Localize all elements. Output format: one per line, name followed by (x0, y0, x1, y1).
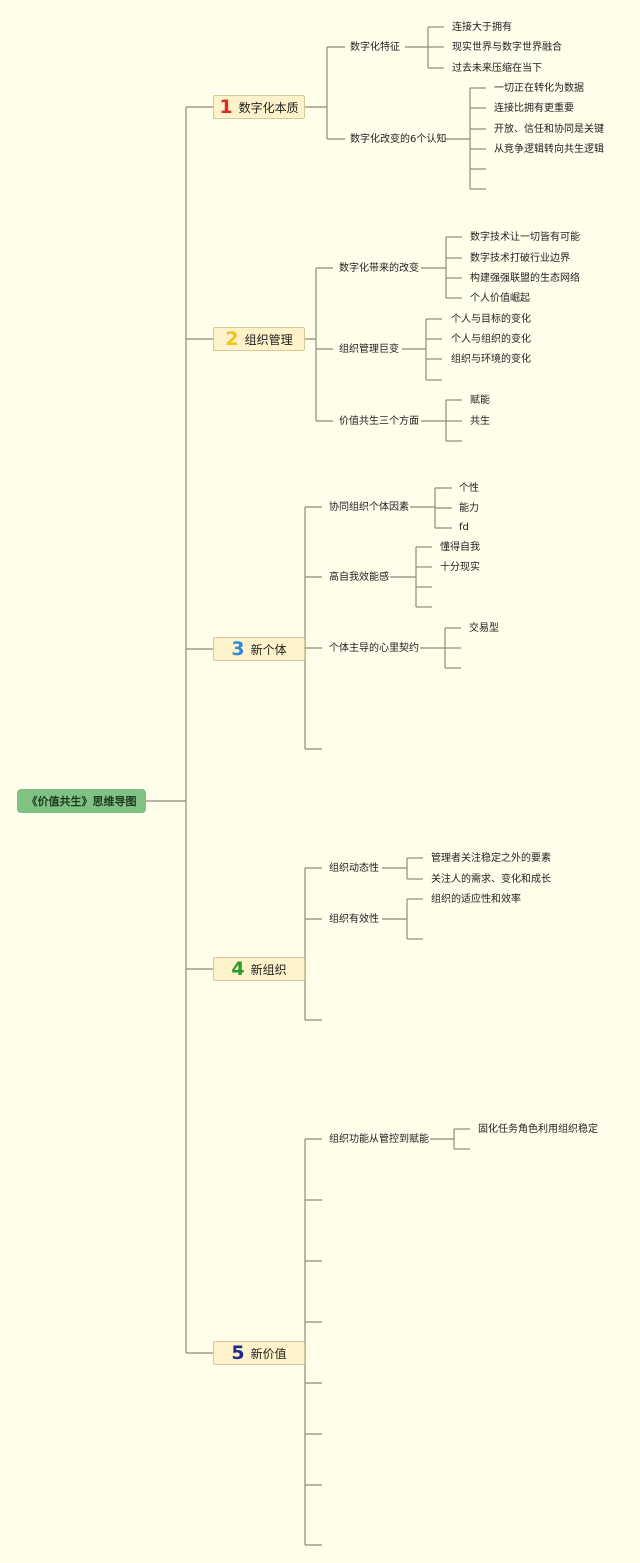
topic-node[interactable]: 数字化特征 (350, 42, 400, 53)
leaf-node[interactable]: 十分现实 (440, 562, 480, 573)
section-label-5: 新价值 (250, 1346, 287, 1361)
leaf-node[interactable]: 赋能 (470, 395, 490, 406)
section-number-1: 1 (219, 95, 233, 118)
leaf-node[interactable]: fd (459, 522, 469, 533)
section-node-1[interactable]: 1 数字化本质 (213, 95, 305, 119)
leaf-node[interactable]: 数字技术让一切皆有可能 (470, 232, 580, 243)
section-node-4[interactable]: 4 新组织 (213, 957, 305, 981)
section-label-3: 新个体 (250, 642, 287, 657)
topic-node[interactable]: 高自我效能感 (329, 572, 389, 583)
root-node[interactable]: 《价值共生》思维导图 (17, 789, 146, 813)
topic-node[interactable]: 组织管理巨变 (339, 344, 399, 355)
section-label-1: 数字化本质 (238, 100, 299, 115)
leaf-node[interactable]: 共生 (470, 416, 490, 427)
leaf-node[interactable]: 固化任务角色利用组织稳定 (478, 1124, 598, 1135)
leaf-node[interactable]: 个人与目标的变化 (451, 314, 531, 325)
topic-node[interactable]: 组织功能从管控到赋能 (329, 1134, 429, 1145)
section-node-3[interactable]: 3 新个体 (213, 637, 305, 661)
section-label-4: 新组织 (250, 962, 287, 977)
leaf-node[interactable]: 现实世界与数字世界融合 (452, 42, 562, 53)
leaf-node[interactable]: 连接比拥有更重要 (494, 103, 574, 114)
topic-node[interactable]: 数字化改变的6个认知 (350, 134, 447, 145)
topic-node[interactable]: 组织动态性 (329, 863, 379, 874)
leaf-node[interactable]: 连接大于拥有 (452, 22, 512, 33)
section-number-5: 5 (231, 1341, 245, 1364)
leaf-node[interactable]: 交易型 (469, 623, 499, 634)
leaf-node[interactable]: 开放、信任和协同是关键 (494, 124, 604, 135)
section-node-2[interactable]: 2 组织管理 (213, 327, 305, 351)
leaf-node[interactable]: 管理者关注稳定之外的要素 (431, 853, 551, 864)
topic-node[interactable]: 价值共生三个方面 (339, 416, 419, 427)
leaf-node[interactable]: 一切正在转化为数据 (494, 83, 584, 94)
leaf-node[interactable]: 过去未来压缩在当下 (452, 63, 542, 74)
leaf-node[interactable]: 数字技术打破行业边界 (470, 253, 570, 264)
section-number-4: 4 (231, 957, 245, 980)
section-label-2: 组织管理 (244, 332, 293, 347)
leaf-node[interactable]: 构建强强联盟的生态网络 (470, 273, 580, 284)
leaf-node[interactable]: 个人价值崛起 (470, 293, 530, 304)
section-number-2: 2 (225, 327, 239, 350)
leaf-node[interactable]: 从竞争逻辑转向共生逻辑 (494, 144, 604, 155)
topic-node[interactable]: 协同组织个体因素 (329, 502, 409, 513)
leaf-node[interactable]: 个人与组织的变化 (451, 334, 531, 345)
leaf-node[interactable]: 组织的适应性和效率 (431, 894, 521, 905)
leaf-node[interactable]: 能力 (459, 503, 479, 514)
section-node-5[interactable]: 5 新价值 (213, 1341, 305, 1365)
topic-node[interactable]: 个体主导的心里契约 (329, 643, 419, 654)
topic-node[interactable]: 数字化带来的改变 (339, 263, 419, 274)
topic-node[interactable]: 组织有效性 (329, 914, 379, 925)
leaf-node[interactable]: 懂得自我 (440, 542, 480, 553)
leaf-node[interactable]: 关注人的需求、变化和成长 (431, 874, 551, 885)
leaf-node[interactable]: 个性 (459, 483, 479, 494)
leaf-node[interactable]: 组织与环境的变化 (451, 354, 531, 365)
section-number-3: 3 (231, 637, 245, 660)
